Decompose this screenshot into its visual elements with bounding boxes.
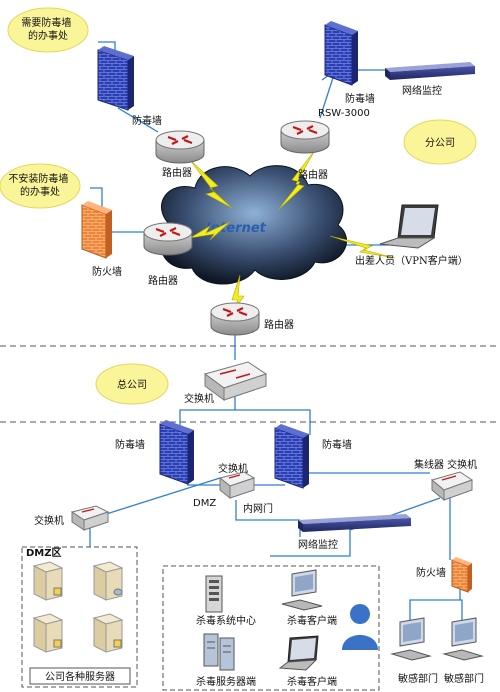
firewall-icon-right-orange <box>451 557 472 593</box>
servers-caption-box <box>29 667 131 685</box>
label-switch-dmz-core: 交换机 <box>218 462 248 475</box>
firewall-icon-top-left <box>97 46 134 111</box>
label-dmz-zone: DMZ区 <box>26 547 62 559</box>
callout-need-office: 需要防毒墙 的办事处 <box>7 7 89 53</box>
callout-branch-text: 分公司 <box>425 137 455 149</box>
monitor-device-icon-bottom <box>298 514 411 532</box>
label-rsw: RSW-3000 <box>318 108 370 119</box>
label-servers-caption: 公司各种服务器 <box>45 670 115 683</box>
callout-branch: 分公司 <box>403 119 477 165</box>
lightning-icon <box>189 149 396 319</box>
monitor-device-icon-top <box>385 62 475 80</box>
switch-icon-dmz <box>70 505 110 531</box>
laptop-icon-av-client-2 <box>278 635 319 671</box>
label-sensitive-2: 敏感部门 <box>444 672 484 685</box>
firewall-icon-left-orange <box>81 201 112 259</box>
label-router-3: 路由器 <box>148 274 178 287</box>
label-router-2: 路由器 <box>298 168 328 181</box>
label-switch-dmz: 交换机 <box>34 514 64 527</box>
firewall-icon-mid-right <box>274 424 309 489</box>
label-av-server: 杀毒服务器端 <box>196 675 256 688</box>
label-av-center: 杀毒系统中心 <box>196 614 256 627</box>
label-av-client-1: 杀毒客户端 <box>287 614 337 627</box>
server-icon-4 <box>92 613 124 653</box>
label-router-4: 路由器 <box>264 318 294 331</box>
antivirus-zone-box <box>162 565 380 691</box>
dmz-zone-box <box>21 546 138 688</box>
server-icon-2 <box>92 561 124 601</box>
label-hub-switch: 集线器 交换机 <box>414 458 477 471</box>
label-net-monitor-top: 网络监控 <box>402 84 442 97</box>
label-laptop-vpn: 出差人员（VPN客户端） <box>355 254 468 267</box>
router-icon-2 <box>280 120 330 154</box>
label-antivirus-wall-mid-left: 防毒墙 <box>115 438 145 451</box>
switch-icon-dmz-core <box>218 471 256 500</box>
switch-icon-hq <box>203 361 268 401</box>
cloud-label: Internet <box>206 221 267 236</box>
internet-cloud-icon: Internet <box>160 165 348 285</box>
router-icon-1 <box>155 130 205 164</box>
server-icon-3 <box>32 613 64 653</box>
label-intranet-gate: 内网门 <box>243 502 273 515</box>
server-icon-av-server <box>203 633 235 671</box>
pc-icon-sensitive-1 <box>390 617 432 661</box>
router-icon-3 <box>143 222 193 256</box>
pc-icon-sensitive-2 <box>442 617 484 661</box>
callout-need-office-text: 需要防毒墙 的办事处 <box>21 16 74 42</box>
label-antivirus-wall-top-left: 防毒墙 <box>132 114 162 127</box>
label-sensitive-1: 敏感部门 <box>398 672 438 685</box>
pc-icon-av-client-1 <box>281 569 323 611</box>
label-dmz: DMZ <box>193 498 216 509</box>
label-firewall-right: 防火墙 <box>416 566 446 579</box>
user-icon <box>342 604 378 650</box>
label-antivirus-wall-mid-right: 防毒墙 <box>322 438 352 451</box>
router-icon-4 <box>210 302 260 336</box>
label-switch-hq: 交换机 <box>184 392 214 405</box>
label-av-client-2: 杀毒客户端 <box>287 675 337 688</box>
firewall-icon-top-right <box>324 21 358 86</box>
callout-hq-text: 总公司 <box>117 378 147 391</box>
server-icon-av-center <box>205 575 223 613</box>
callout-no-install-office-text: 不安装防毒墙 的办事处 <box>8 172 71 198</box>
firewall-icon-mid-left <box>159 420 194 485</box>
label-net-monitor-bottom: 网络监控 <box>298 538 338 551</box>
server-icon-1 <box>32 561 64 601</box>
label-router-1: 路由器 <box>162 166 192 179</box>
laptop-icon-vpn <box>379 204 439 249</box>
network-links <box>89 41 463 620</box>
callout-hq: 总公司 <box>95 363 169 405</box>
label-antivirus-wall-top-right: 防毒墙 <box>345 92 375 105</box>
callout-no-install-office: 不安装防毒墙 的办事处 <box>0 163 81 209</box>
switch-icon-hub <box>430 471 474 502</box>
label-firewall-left: 防火墙 <box>92 265 122 278</box>
